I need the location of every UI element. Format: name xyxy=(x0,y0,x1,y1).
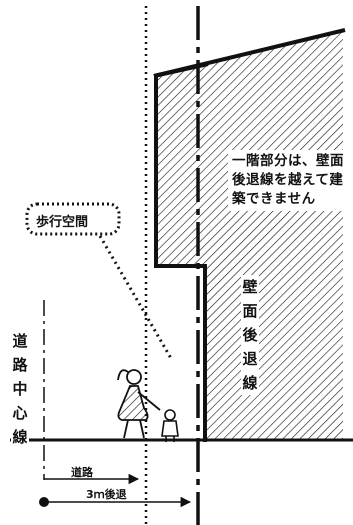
wall-setback-line-label: 壁面後退線 xyxy=(241,275,259,395)
road-center-line-label: 道路中心線 xyxy=(11,327,29,451)
pedestrian-adult-icon xyxy=(117,369,161,439)
road-center-origin-dot xyxy=(39,497,49,507)
ground-floor-restriction-note: 一階部分は、壁面後退線を越えて建築できません xyxy=(228,150,353,211)
walkway-bubble xyxy=(25,202,121,236)
building-hatched-area xyxy=(156,30,343,440)
setback-distance-label: 3ｍ後退 xyxy=(86,488,127,501)
road-label: 道路 xyxy=(71,466,93,479)
pedestrian-child-icon xyxy=(161,409,179,442)
walkway-label: 歩行空間 xyxy=(36,215,89,230)
